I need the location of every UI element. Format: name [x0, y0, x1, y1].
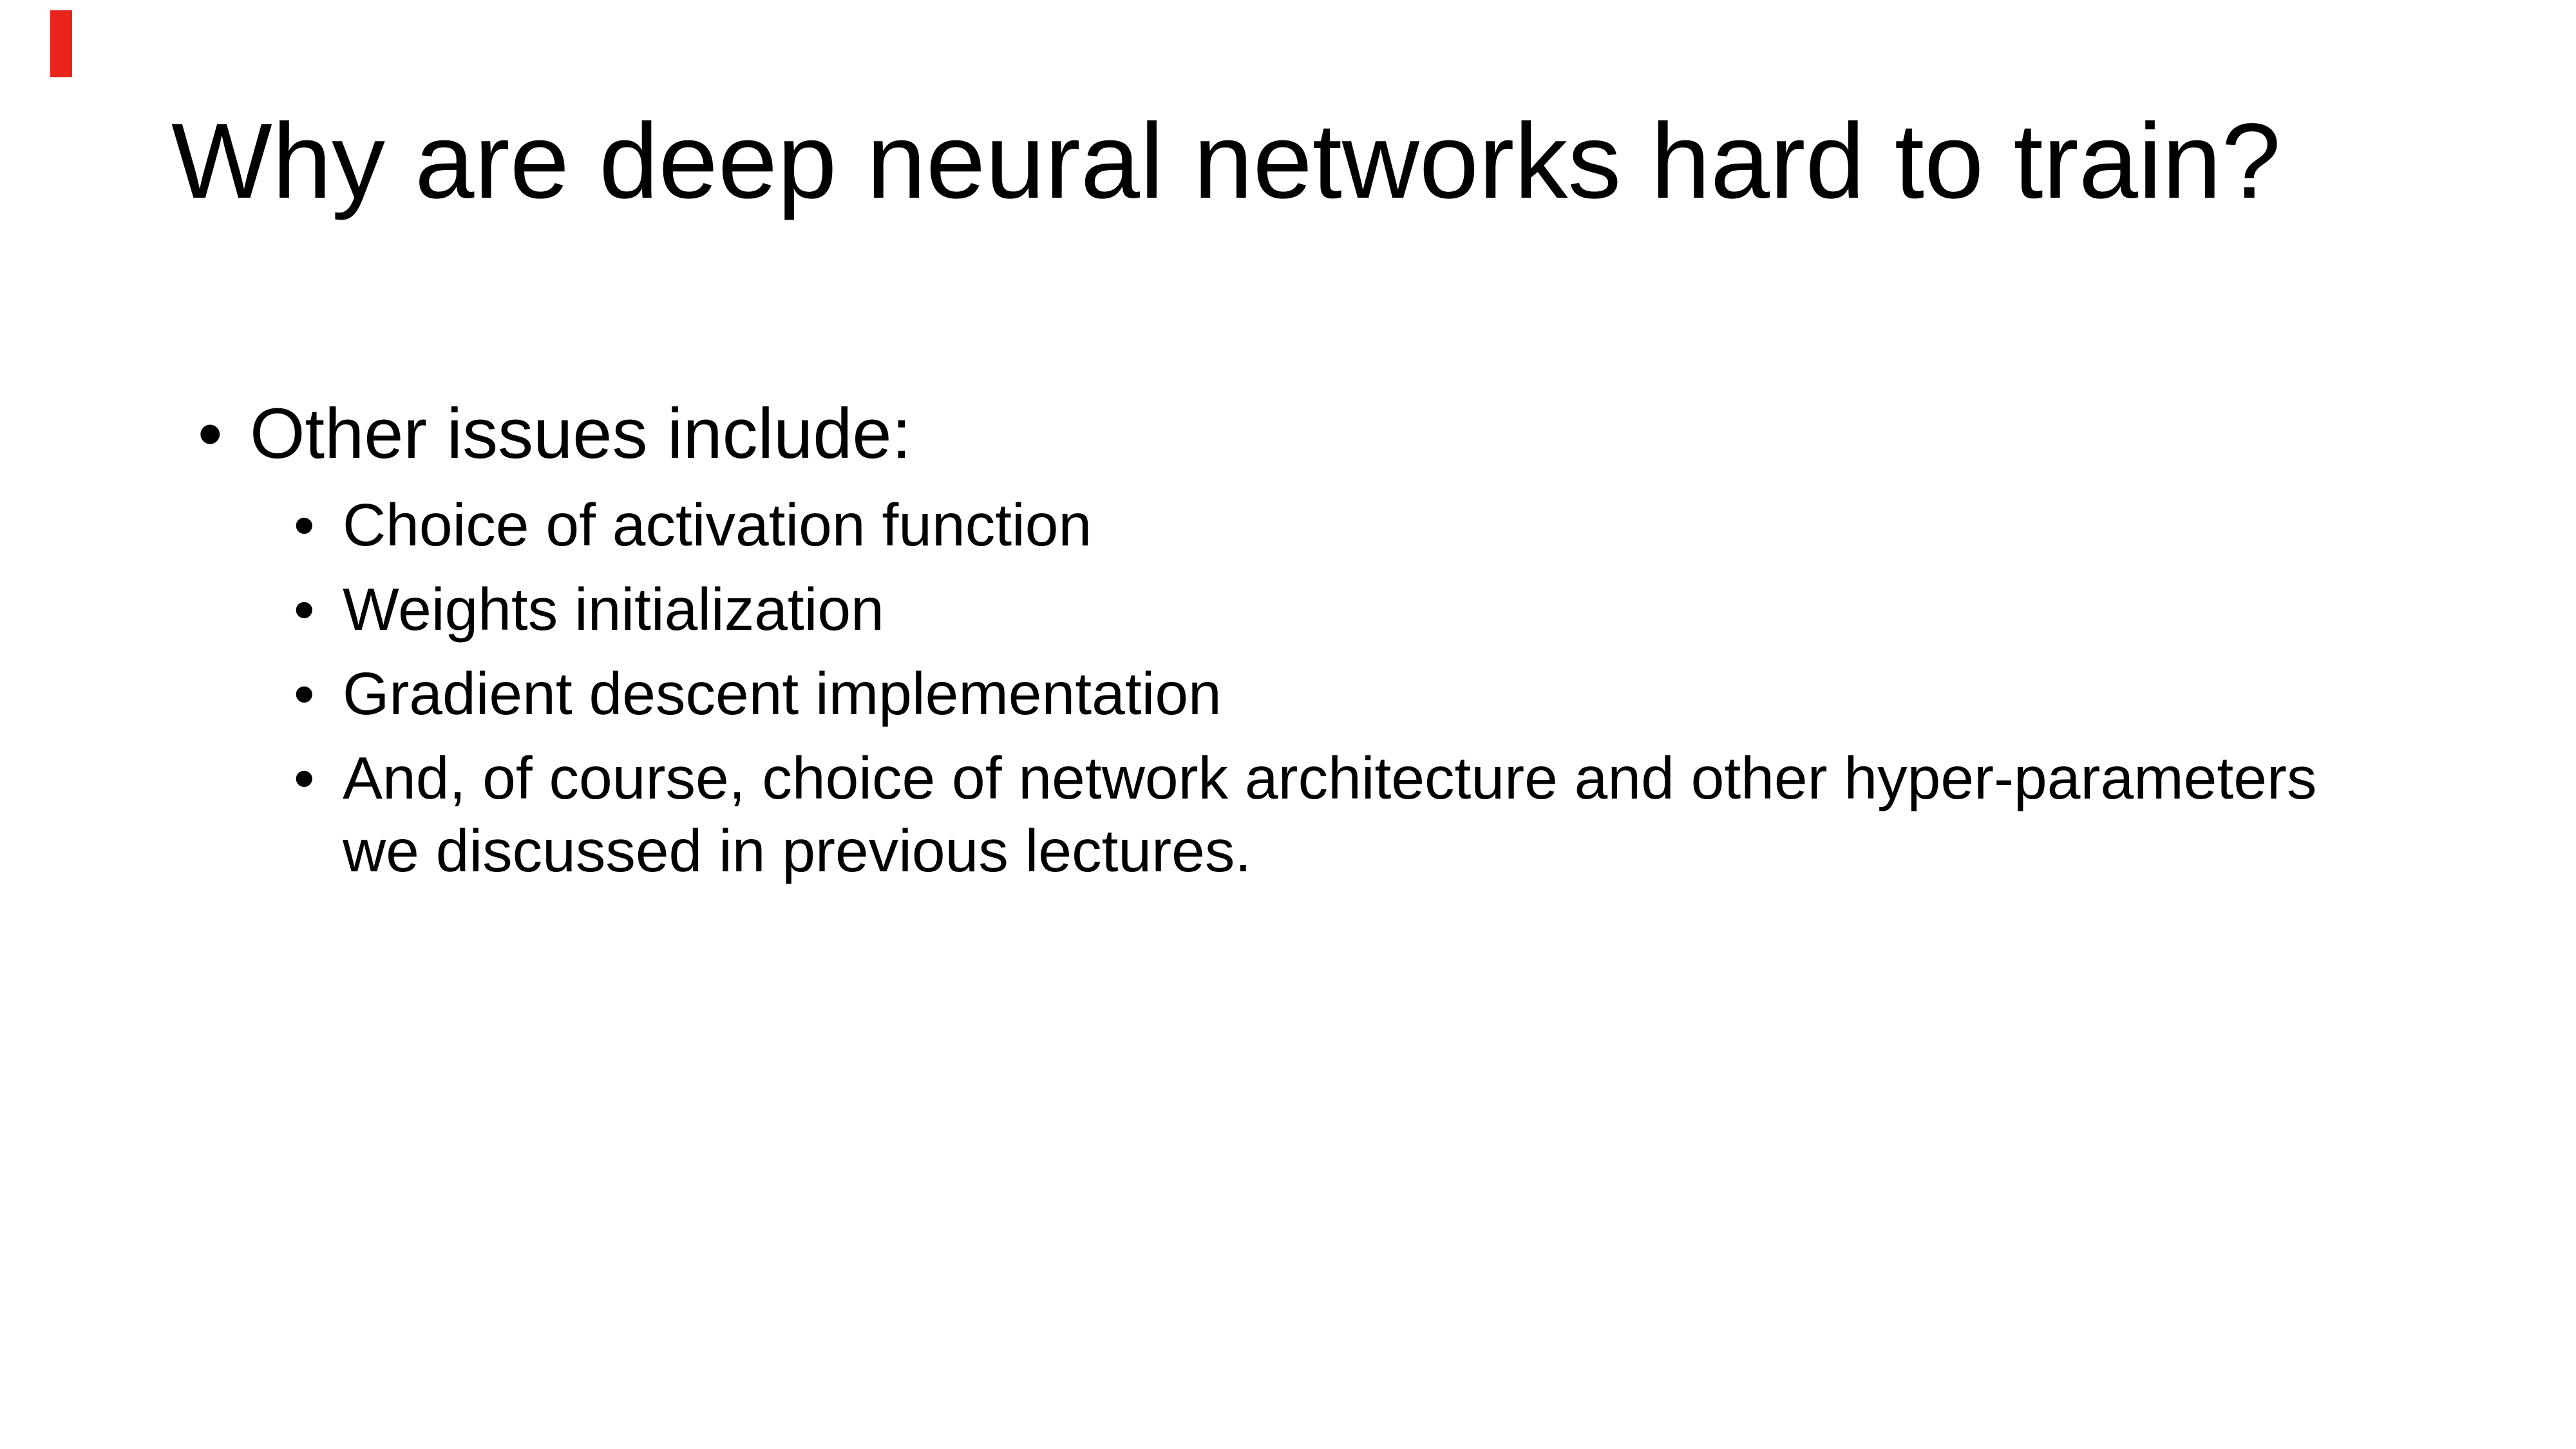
list-item: • Gradient descent implementation — [294, 658, 2316, 730]
main-bullet-text: Other issues include: — [250, 394, 912, 473]
sub-bullet-text-block: Gradient descent implementation — [343, 658, 1222, 730]
sub-bullet-text-wrap: we discussed in previous lectures. — [343, 817, 1252, 884]
sub-bullet-text: Weights initialization — [343, 576, 884, 643]
sub-bullet-text-block: Choice of activation function — [343, 489, 1092, 562]
bullet-icon: • — [294, 744, 315, 811]
sub-bullet-text: And, of course, choice of network archit… — [343, 744, 2317, 811]
list-item: • Weights initialization — [294, 573, 2316, 646]
sub-bullet-text: Choice of activation function — [343, 491, 1092, 558]
list-item: • And, of course, choice of network arch… — [294, 742, 2316, 887]
bullet-icon: • — [294, 660, 315, 727]
list-item: • Choice of activation function — [294, 489, 2316, 562]
main-bullet-item: • Other issues include: — [198, 392, 911, 477]
sub-bullet-text-block: Weights initialization — [343, 573, 884, 646]
sub-bullet-text: Gradient descent implementation — [343, 660, 1222, 727]
slide-title: Why are deep neural networks hard to tra… — [171, 102, 2281, 221]
sub-bullet-text-block: And, of course, choice of network archit… — [343, 742, 2316, 887]
bullet-icon: • — [294, 491, 315, 558]
sub-bullet-list: • Choice of activation function • Weight… — [294, 489, 2316, 887]
bullet-icon: • — [294, 576, 315, 643]
bullet-icon: • — [198, 394, 223, 473]
red-accent-bar — [50, 10, 72, 77]
